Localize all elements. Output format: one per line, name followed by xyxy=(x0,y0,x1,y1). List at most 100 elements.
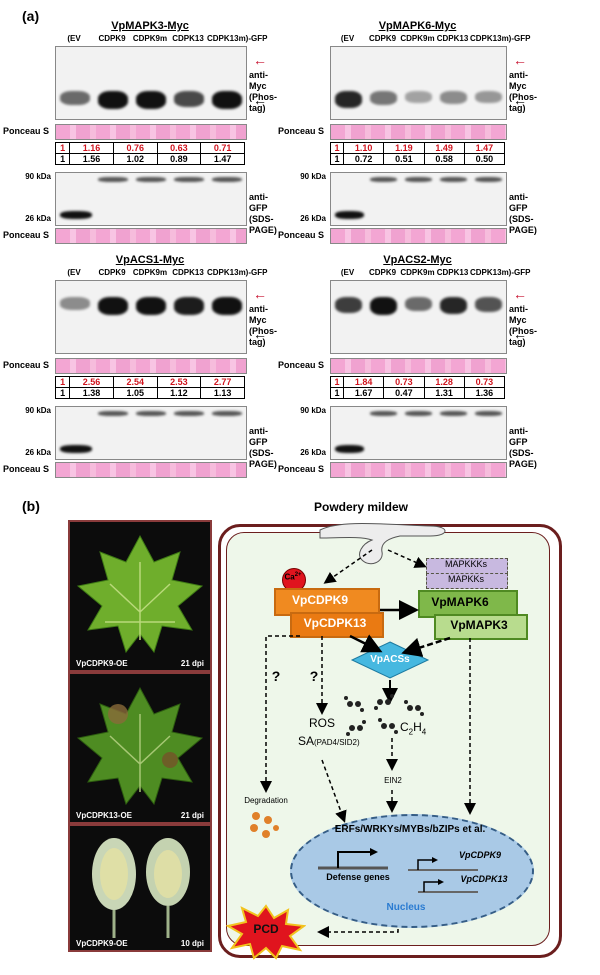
ethylene-molecules-icon xyxy=(344,694,424,736)
ratio-cell: 0.76 xyxy=(112,142,158,154)
protein-band xyxy=(405,91,432,103)
protein-band xyxy=(475,297,502,312)
myc-label-line: anti-Myc xyxy=(249,304,268,325)
c2h4-label: C2H4 xyxy=(400,720,440,736)
kda-marker-26: 26 kDa xyxy=(25,448,51,457)
transcription-factors-label: ERFs/WRKYs/MYBs/bZIPs et al. xyxy=(334,824,486,835)
ratio-cell: 0.89 xyxy=(156,153,202,165)
cdpk9-box xyxy=(274,588,380,616)
ratio-cell: 1.05 xyxy=(112,387,158,399)
protein-band xyxy=(60,91,90,105)
arabidopsis-leaves-image xyxy=(92,838,190,938)
pathogen-label: Powdery mildew xyxy=(313,500,409,514)
ponceau-strip xyxy=(55,124,247,140)
lane-label: CDPK13m)-GFP xyxy=(470,268,531,277)
mapk3-label: VpMAPK3 xyxy=(450,618,508,632)
protein-band xyxy=(405,177,432,182)
photo-dpi: 21 dpi xyxy=(180,659,204,668)
gfp-blot xyxy=(330,406,507,460)
lane-label: CDPK9 xyxy=(368,268,397,277)
ratio-cell: 0.51 xyxy=(383,153,425,165)
protein-band xyxy=(370,411,397,416)
phos-tag-blot xyxy=(55,280,247,354)
protein-band xyxy=(98,297,128,315)
ponceau-strip xyxy=(55,358,247,374)
lane-label: CDPK13m)-GFP xyxy=(470,34,531,43)
kda-marker-90: 90 kDa xyxy=(300,172,326,181)
protein-band xyxy=(174,91,204,107)
protein-band xyxy=(60,211,92,219)
grape-leaf-image xyxy=(76,534,204,654)
protein-band xyxy=(136,177,166,182)
ratio-cell: 1.02 xyxy=(112,153,158,165)
ponceau-label: Ponceau S xyxy=(278,126,325,136)
blot-title: VpACS2-Myc xyxy=(383,254,452,266)
ratio-cell: 1 xyxy=(329,153,345,165)
protein-band xyxy=(370,297,397,315)
protein-band xyxy=(212,91,242,109)
myc-label-line: (Phos-tag) xyxy=(509,92,537,113)
ein2-label: EIN2 xyxy=(384,776,402,785)
lane-label: CDPK13 xyxy=(436,34,469,43)
myc-label-line: (Phos-tag) xyxy=(509,326,537,347)
protein-band xyxy=(98,177,128,182)
leaf-photo-cdpk13-21dpi: VpCDPK13-OE 21 dpi xyxy=(68,672,212,824)
myc-label-line: anti-Myc xyxy=(509,70,528,91)
protein-band xyxy=(212,177,242,182)
panel-a-label: (a) xyxy=(22,8,40,24)
myc-label-line: anti-Myc xyxy=(249,70,268,91)
ponceau-strip xyxy=(330,228,507,244)
gfp-label: anti-GFP(SDS-PAGE) xyxy=(509,192,537,236)
degradation-label: Degradation xyxy=(244,796,288,805)
ponceau-label: Ponceau S xyxy=(3,230,50,240)
calcium-charge: 2+ xyxy=(294,572,302,578)
lane-label: CDPK9m xyxy=(400,268,435,277)
protein-band xyxy=(136,411,166,416)
c2h4-h: H xyxy=(413,720,422,734)
ratio-cell: 0.71 xyxy=(200,142,245,154)
protein-band xyxy=(174,177,204,182)
ratio-cell: 2.54 xyxy=(112,376,158,388)
question-mark-2: ? xyxy=(309,668,319,684)
ratio-cell: 0.73 xyxy=(383,376,425,388)
panel-b-label: (b) xyxy=(22,498,40,514)
lane-label: CDPK13 xyxy=(172,34,204,43)
black-arrow-icon: ← xyxy=(253,326,267,342)
ratio-cell: 1.67 xyxy=(343,387,385,399)
ratio-cell: 0.73 xyxy=(463,376,506,388)
ratio-cell: 1.16 xyxy=(69,142,114,154)
c2h4-sub-2: 4 xyxy=(421,727,427,737)
gfp-label-line: anti-GFP xyxy=(249,426,268,447)
ratio-cell: 1.36 xyxy=(463,387,506,399)
ros-label: ROS xyxy=(308,716,335,730)
ratio-cell: 1.49 xyxy=(423,142,465,154)
cdpk13-box xyxy=(290,612,384,638)
calcium-text: Ca xyxy=(284,572,295,582)
ratio-cell: 1.38 xyxy=(69,387,114,399)
phos-tag-blot xyxy=(55,46,247,120)
ratio-cell: 0.47 xyxy=(383,387,425,399)
protein-band xyxy=(370,177,397,182)
ratio-cell: 1.56 xyxy=(69,153,114,165)
ponceau-label: Ponceau S xyxy=(3,360,50,370)
ponceau-strip xyxy=(55,228,247,244)
question-mark-1: ? xyxy=(271,668,281,684)
gfp-label-line: (SDS-PAGE) xyxy=(509,214,537,235)
sa-label: SA(PAD4/SID2) xyxy=(298,734,408,748)
cdpk13-label: VpCDPK13 xyxy=(303,616,367,630)
blot-title: VpACS1-Myc xyxy=(115,254,185,266)
ratio-cell: 1 xyxy=(329,376,345,388)
mapkks-box xyxy=(426,573,508,589)
red-arrow-icon: ← xyxy=(253,52,267,68)
gene-cdpk9-label: VpCDPK9 xyxy=(458,850,501,860)
ponceau-label: Ponceau S xyxy=(278,464,325,474)
ratio-cell: 1.12 xyxy=(156,387,202,399)
ponceau-label: Ponceau S xyxy=(278,230,325,240)
gfp-label: anti-GFP(SDS-PAGE) xyxy=(249,426,277,470)
